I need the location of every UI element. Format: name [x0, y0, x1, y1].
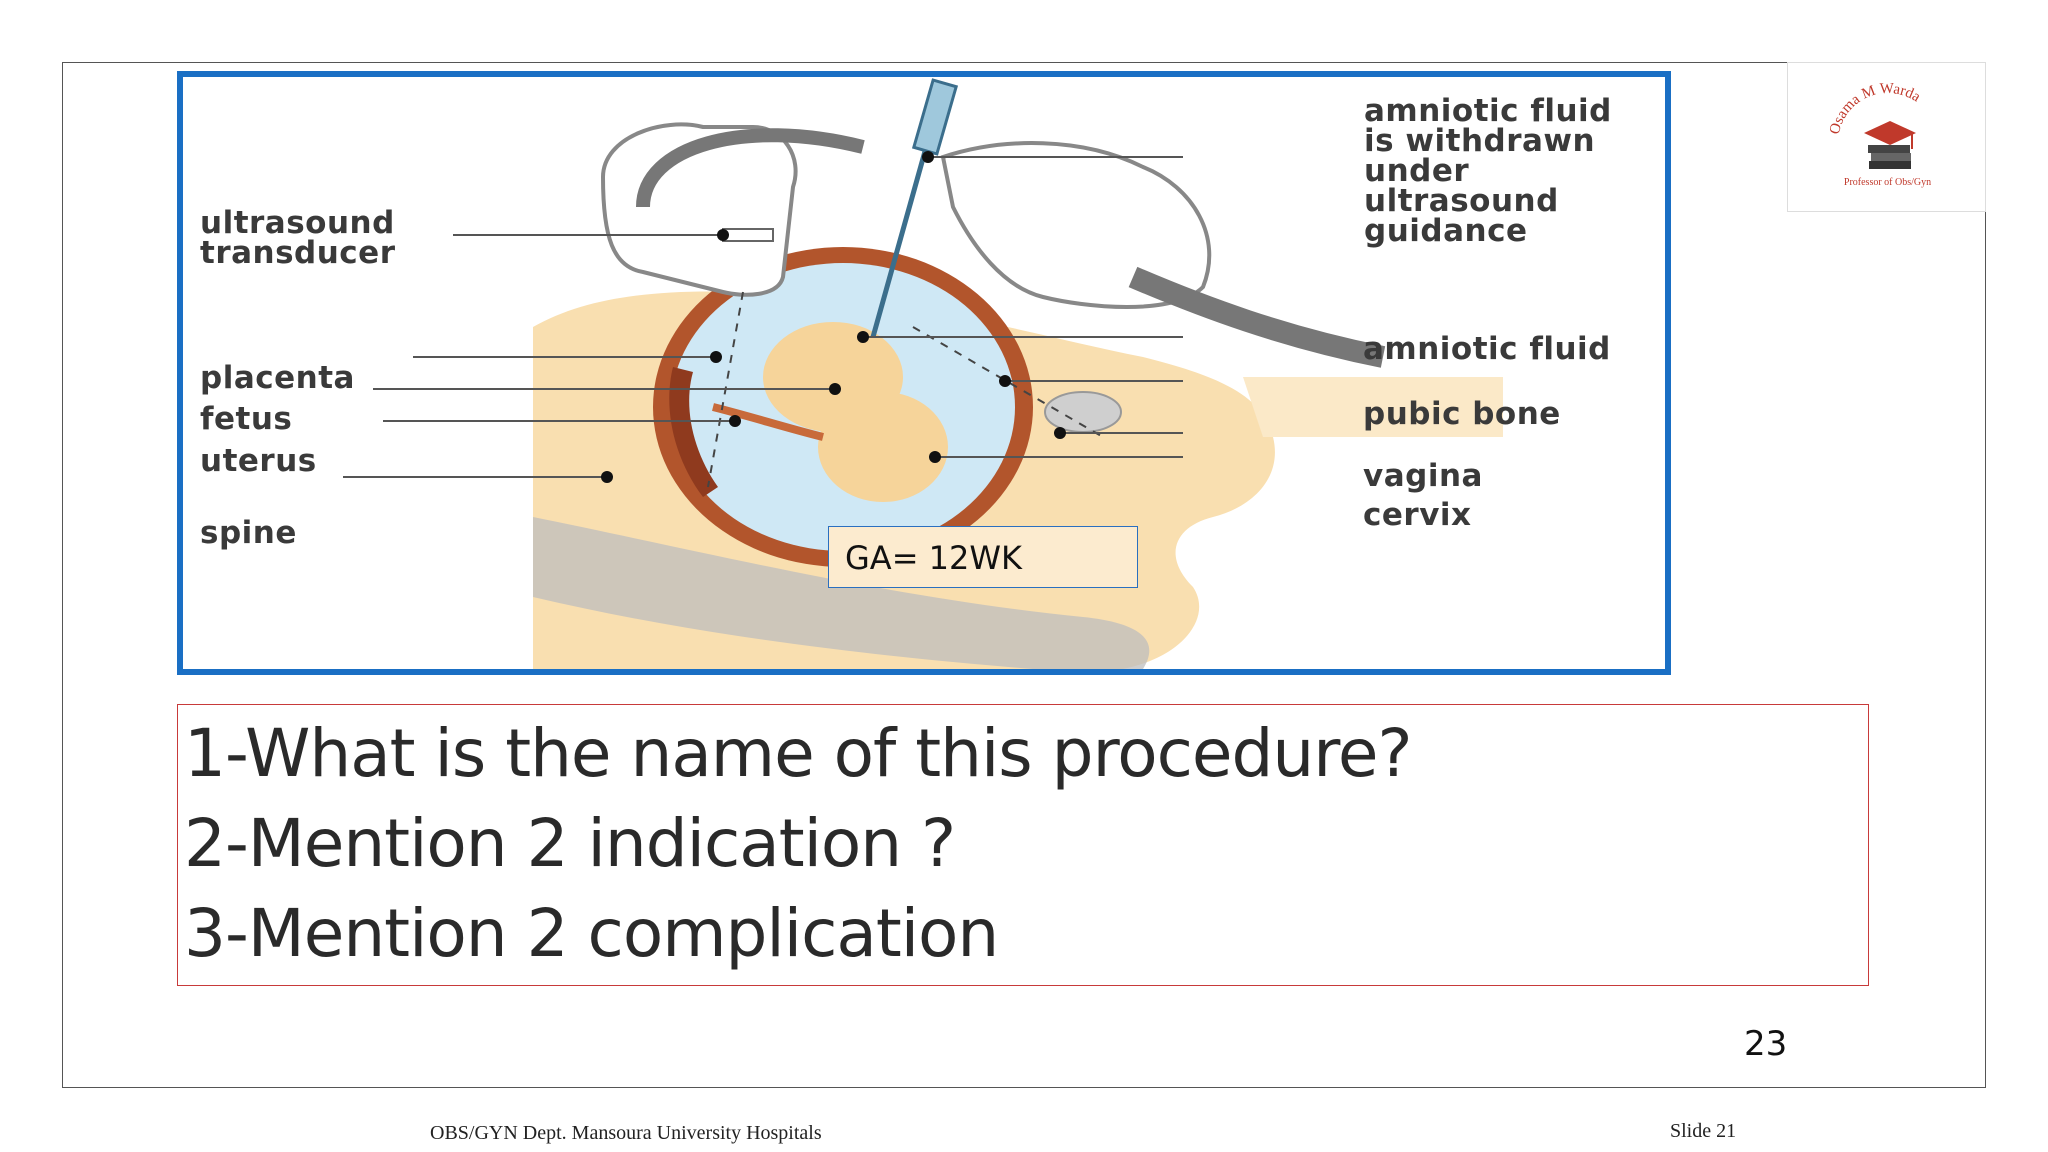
graduation-cap-icon — [1864, 121, 1916, 145]
label-cervix: cervix — [1363, 497, 1472, 533]
placenta-shape — [669, 367, 718, 497]
ultrasound-beam-line-2 — [912, 326, 1104, 438]
slide-page-number: 23 — [1744, 1024, 1788, 1064]
lower-body-shape — [533, 597, 1033, 669]
label-fetus: fetus — [200, 401, 293, 437]
transducer-shape — [600, 122, 798, 297]
question-1: 1-What is the name of this procedure? — [184, 715, 1413, 792]
gestational-age-box: GA= 12WK — [828, 526, 1138, 588]
label-placenta: placenta — [200, 360, 355, 396]
books-icon — [1868, 145, 1910, 153]
label-uterus: uterus — [200, 443, 317, 479]
label-amniotic-fluid: amniotic fluid — [1363, 331, 1611, 367]
transducer-screen-shape — [722, 228, 774, 242]
thigh-shape — [1243, 377, 1503, 437]
umbilical-cord-shape — [712, 403, 824, 441]
question-2: 2-Mention 2 indication ? — [184, 805, 956, 882]
hand-shape — [940, 141, 1212, 309]
leader-dots — [601, 151, 1066, 483]
questions-box: 1-What is the name of this procedure? 2-… — [177, 704, 1869, 986]
logo-graphic: Osama M Warda — [1827, 81, 1924, 169]
author-logo: Osama M Warda Professor of Obs/Gyn — [1787, 62, 1986, 212]
leader-lines — [343, 156, 1183, 478]
label-vagina: vagina — [1363, 458, 1483, 494]
fetus-body-shape — [818, 392, 948, 502]
footer-slide-label: Slide 21 — [1670, 1120, 1737, 1142]
transducer-cable-shape — [636, 128, 865, 208]
logo-caption: Professor of Obs/Gyn — [1843, 177, 1932, 188]
label-pubic-bone: pubic bone — [1363, 396, 1561, 432]
gestational-age-label: GA= 12WK — [845, 539, 1023, 577]
label-amniotic-withdrawn: amniotic fluid is withdrawn under ultras… — [1364, 93, 1612, 249]
syringe-shape — [911, 78, 959, 156]
question-3: 3-Mention 2 complication — [184, 895, 999, 972]
label-spine: spine — [200, 515, 297, 551]
sleeve-shape — [1128, 266, 1386, 368]
logo-name-text: Osama M Warda — [1827, 81, 1924, 136]
footer-department: OBS/GYN Dept. Mansoura University Hospit… — [430, 1122, 822, 1144]
label-ultrasound-transducer: ultrasound transducer — [200, 205, 396, 271]
